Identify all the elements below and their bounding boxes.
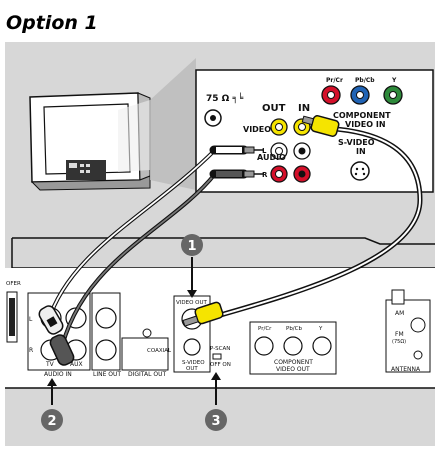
step-1-number: 1 xyxy=(187,239,196,254)
player-r-label: R xyxy=(29,347,33,354)
tv-pb-label: Pb/Cb xyxy=(355,77,375,84)
tv-svideo-in-label: IN xyxy=(356,147,366,156)
player-video-out2-label: VIDEO OUT xyxy=(276,366,310,373)
player-digital-out-label: DIGITAL OUT xyxy=(128,371,166,378)
zoom-cone xyxy=(150,58,196,190)
player-fm-ohm-label: (75Ω) xyxy=(392,339,406,345)
player-pscan-label: P-SCAN xyxy=(210,346,230,352)
player-pb-label: Pb/Cb xyxy=(286,326,303,332)
option-title: Option 1 xyxy=(6,12,98,34)
player-tv-label: TV xyxy=(45,361,55,368)
player-am-label: AM xyxy=(395,310,404,317)
player-l-label: L xyxy=(29,316,33,323)
tv-component-label: COMPONENT xyxy=(333,111,391,120)
tv-pr-label: Pr/Cr xyxy=(326,77,343,84)
tv-y-label: Y xyxy=(391,77,397,84)
player-off-on-label: OFF ON xyxy=(210,362,231,368)
step-marker-2: 2 xyxy=(41,378,63,431)
player-ofer-label: OFER xyxy=(6,281,21,287)
tv-video-in-label: VIDEO IN xyxy=(345,120,386,129)
player-antenna-label: ANTENNA xyxy=(391,366,421,373)
audio-cable-white xyxy=(46,145,264,323)
tv-audio-label: AUDIO xyxy=(257,153,286,162)
video-cable-yellow xyxy=(182,115,423,327)
player-component-label: COMPONENT xyxy=(274,359,313,366)
player-aux-label: AUX xyxy=(70,361,83,368)
step-3-number: 3 xyxy=(211,414,220,429)
player-svideo-out-label: OUT xyxy=(186,366,198,372)
player-audio-in-label: AUDIO IN xyxy=(44,371,72,378)
player-pr-label: Pr/Cr xyxy=(258,326,272,332)
tv-l-label: L xyxy=(262,147,267,155)
player-svideo-jack xyxy=(183,338,201,356)
tv-video-label: VIDEO xyxy=(243,125,271,134)
step-2-number: 2 xyxy=(47,414,56,429)
tv-r-label: R xyxy=(262,171,268,179)
audio-plugs-player xyxy=(38,305,75,366)
tv-svideo-jack xyxy=(350,161,370,181)
step-marker-1: 1 xyxy=(181,234,203,298)
tv-impedance-label: 75 Ω ╕╘ xyxy=(206,92,244,104)
player-y-label: Y xyxy=(318,326,323,332)
player-line-out-label: LINE OUT xyxy=(93,371,121,378)
player-coaxial-label: COAXIAL xyxy=(147,348,172,354)
audio-cable-red xyxy=(58,169,264,356)
step-marker-3: 3 xyxy=(205,372,227,431)
player-svideo-label: S-VIDEO xyxy=(182,360,205,366)
television xyxy=(29,92,151,191)
player-video-out-label: VIDEO OUT xyxy=(176,300,208,306)
player-fm-label: FM xyxy=(395,331,404,338)
tv-svideo-label: S-VIDEO xyxy=(338,138,375,147)
tv-in-label: IN xyxy=(298,103,310,114)
tv-out-label: OUT xyxy=(262,103,286,114)
